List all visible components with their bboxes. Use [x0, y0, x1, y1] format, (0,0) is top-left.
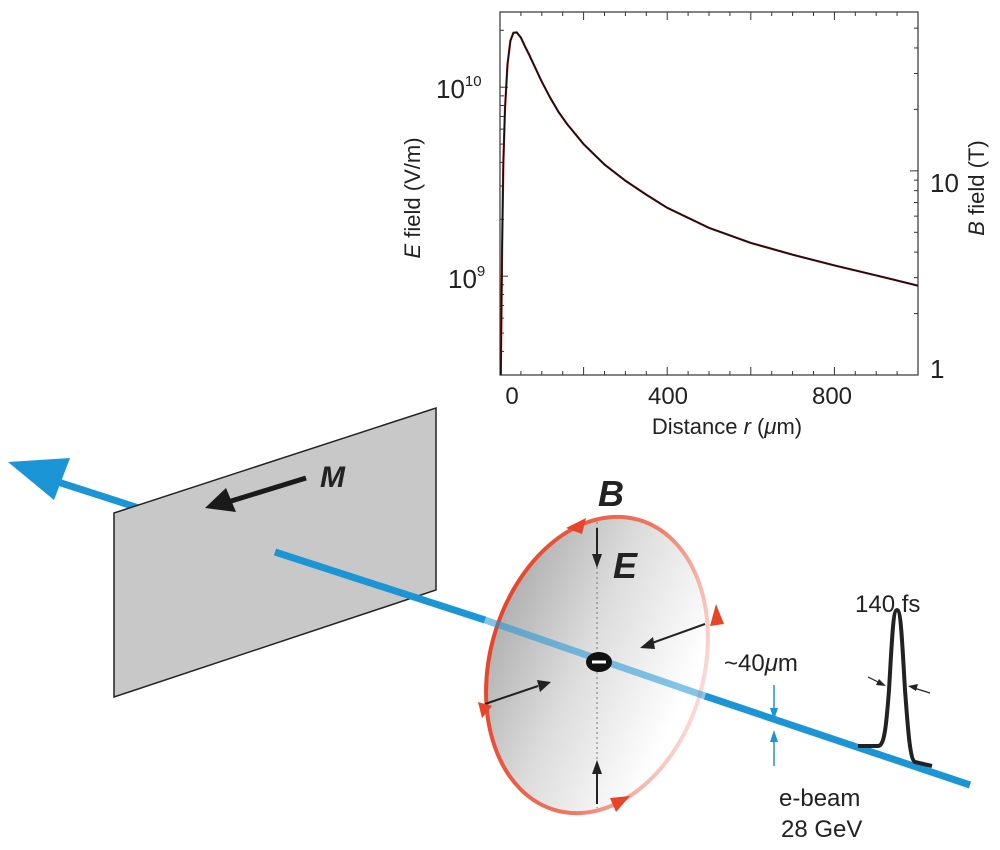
- e-field-curve: [500, 31, 919, 376]
- electron-beam-middle: [273, 548, 487, 624]
- beam-size-label: ~40μm: [724, 650, 798, 677]
- beam-size-arrowhead-bottom-icon: [770, 730, 778, 742]
- y-right-tick-marks: [910, 27, 918, 376]
- label-e: E: [613, 545, 638, 586]
- pulse-width-arrowhead-left-icon: [876, 679, 886, 686]
- field-chart: 0 400 800 Distance r (μm) 1010 109 E fie…: [400, 11, 989, 439]
- y-right-axis-title: B field (T): [964, 140, 989, 235]
- x-tick-label-400: 400: [648, 383, 688, 410]
- magnetization-arrow: [227, 475, 307, 505]
- label-b: B: [598, 473, 624, 514]
- x-tick-marks: [499, 12, 919, 375]
- y-left-tick-label-1e9: 109: [448, 263, 485, 294]
- x-tick-label-800: 800: [812, 383, 852, 410]
- e-arrowhead-right-icon: [640, 637, 655, 649]
- y-right-tick-label-10: 10: [930, 168, 959, 198]
- e-arrow-right: [651, 623, 706, 644]
- beam-diagram: M B E ~40μm: [8, 406, 972, 843]
- b-arrowhead-right-icon: [710, 604, 724, 626]
- electron-beam-front: [703, 692, 972, 789]
- b-arrowhead-top-icon: [566, 518, 586, 534]
- e-arrowhead-bottom-icon: [592, 760, 602, 774]
- pulse-width-arrow-right: [913, 687, 931, 694]
- y-right-tick-label-1: 1: [930, 354, 944, 384]
- e-arrow-left: [484, 685, 539, 705]
- x-tick-label-0: 0: [505, 383, 518, 410]
- b-arrowhead-left-icon: [478, 702, 492, 718]
- pulse-width-arrowhead-right-icon: [908, 684, 918, 691]
- ebeam-energy-label: 28 GeV: [781, 816, 862, 843]
- e-arrowhead-top-icon: [592, 554, 602, 568]
- b-field-curve: [499, 31, 919, 376]
- magnetization-arrowhead-icon: [205, 488, 236, 512]
- pulse-shape: [858, 607, 933, 768]
- pulse-duration-label: 140 fs: [855, 591, 920, 618]
- label-m: M: [320, 461, 346, 494]
- b-arrowhead-bottom-icon: [610, 796, 630, 812]
- x-axis-title: Distance r (μm): [652, 414, 802, 439]
- ebeam-label: e-beam: [779, 785, 860, 812]
- plot-frame: [499, 11, 919, 376]
- y-left-tick-label-1e10: 1010: [436, 73, 482, 104]
- beam-arrowhead-icon: [8, 458, 70, 500]
- beam-size-arrowhead-top-icon: [770, 708, 778, 720]
- e-arrowhead-left-icon: [537, 680, 551, 692]
- y-left-axis-title: E field (V/m): [400, 137, 425, 258]
